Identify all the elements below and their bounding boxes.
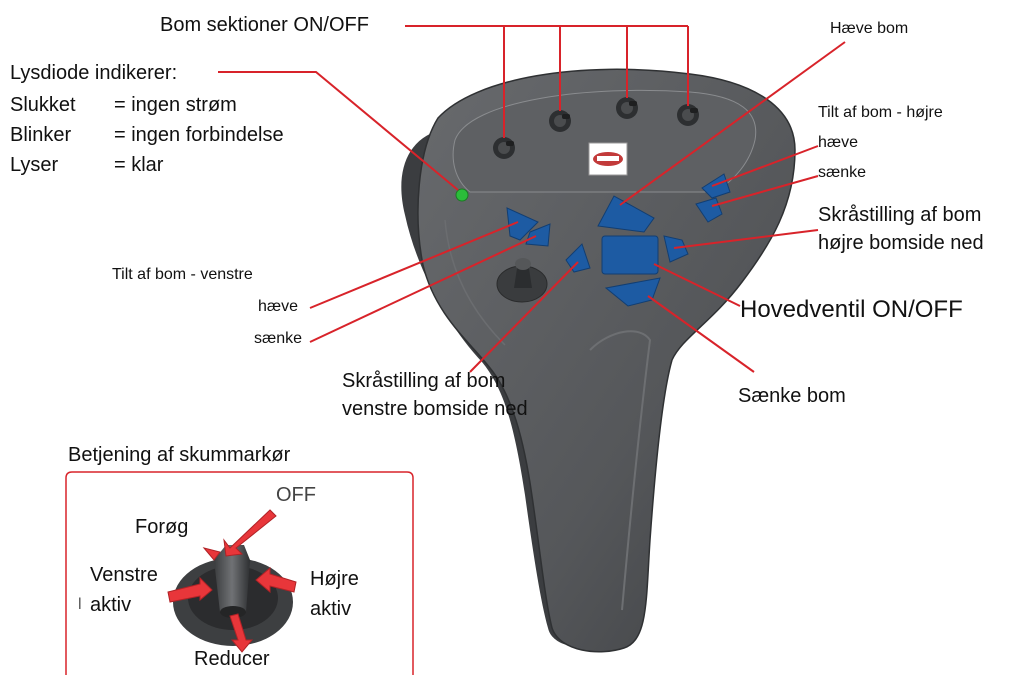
- label-lysdiode-title: Lysdiode indikerer:: [10, 62, 177, 85]
- toggle-switch-icon: [493, 137, 515, 159]
- label-tilt-right-title: Tilt af bom - højre: [818, 104, 943, 122]
- label-tilt-right-down: sænke: [818, 164, 866, 182]
- logo-badge-icon: [589, 143, 627, 175]
- label-tilt-right-up: hæve: [818, 134, 858, 152]
- foam-label-reducer: Reducer: [194, 648, 270, 671]
- toggle-switch-icon: [677, 104, 699, 126]
- led-icon: [456, 189, 468, 201]
- label-tilt-left-title: Tilt af bom - venstre: [112, 266, 253, 284]
- label-led-meaning: = ingen forbindelse: [114, 124, 284, 147]
- label-bom-sektioner: Bom sektioner ON/OFF: [160, 14, 369, 37]
- direction-arrow-icon: [224, 510, 276, 556]
- label-hovedventil: Hovedventil ON/OFF: [740, 296, 963, 324]
- label-saenke-bom: Sænke bom: [738, 385, 846, 408]
- main-valve-button[interactable]: [602, 236, 658, 274]
- foam-label-off: OFF: [276, 484, 316, 507]
- foam-label-venstre-1: Venstre: [90, 564, 158, 587]
- label-skraa-left-1: Skråstilling af bom: [342, 370, 505, 393]
- foam-label-venstre-2: aktiv: [90, 594, 131, 617]
- foam-label-hoejre-1: Højre: [310, 568, 359, 591]
- foam-panel-title: Betjening af skummarkør: [68, 444, 290, 467]
- label-skraa-left-2: venstre bomside ned: [342, 398, 528, 421]
- label-led-state: Lyser: [10, 154, 58, 177]
- foam-label-hoejre-2: aktiv: [310, 598, 351, 621]
- toggle-switch-icon: [616, 97, 638, 119]
- label-led-meaning: = klar: [114, 154, 163, 177]
- label-led-state: Slukket: [10, 94, 76, 117]
- label-led-meaning: = ingen strøm: [114, 94, 237, 117]
- label-led-state: Blinker: [10, 124, 71, 147]
- foam-label-foroeg: Forøg: [135, 516, 188, 539]
- label-tilt-left-up: hæve: [258, 298, 298, 316]
- label-tilt-left-down: sænke: [254, 330, 302, 348]
- label-haeve-bom: Hæve bom: [830, 20, 908, 38]
- foam-stray-mark: l: [78, 596, 82, 614]
- toggle-switch-icon: [549, 110, 571, 132]
- label-skraa-right-2: højre bomside ned: [818, 232, 984, 255]
- label-skraa-right-1: Skråstilling af bom: [818, 204, 981, 227]
